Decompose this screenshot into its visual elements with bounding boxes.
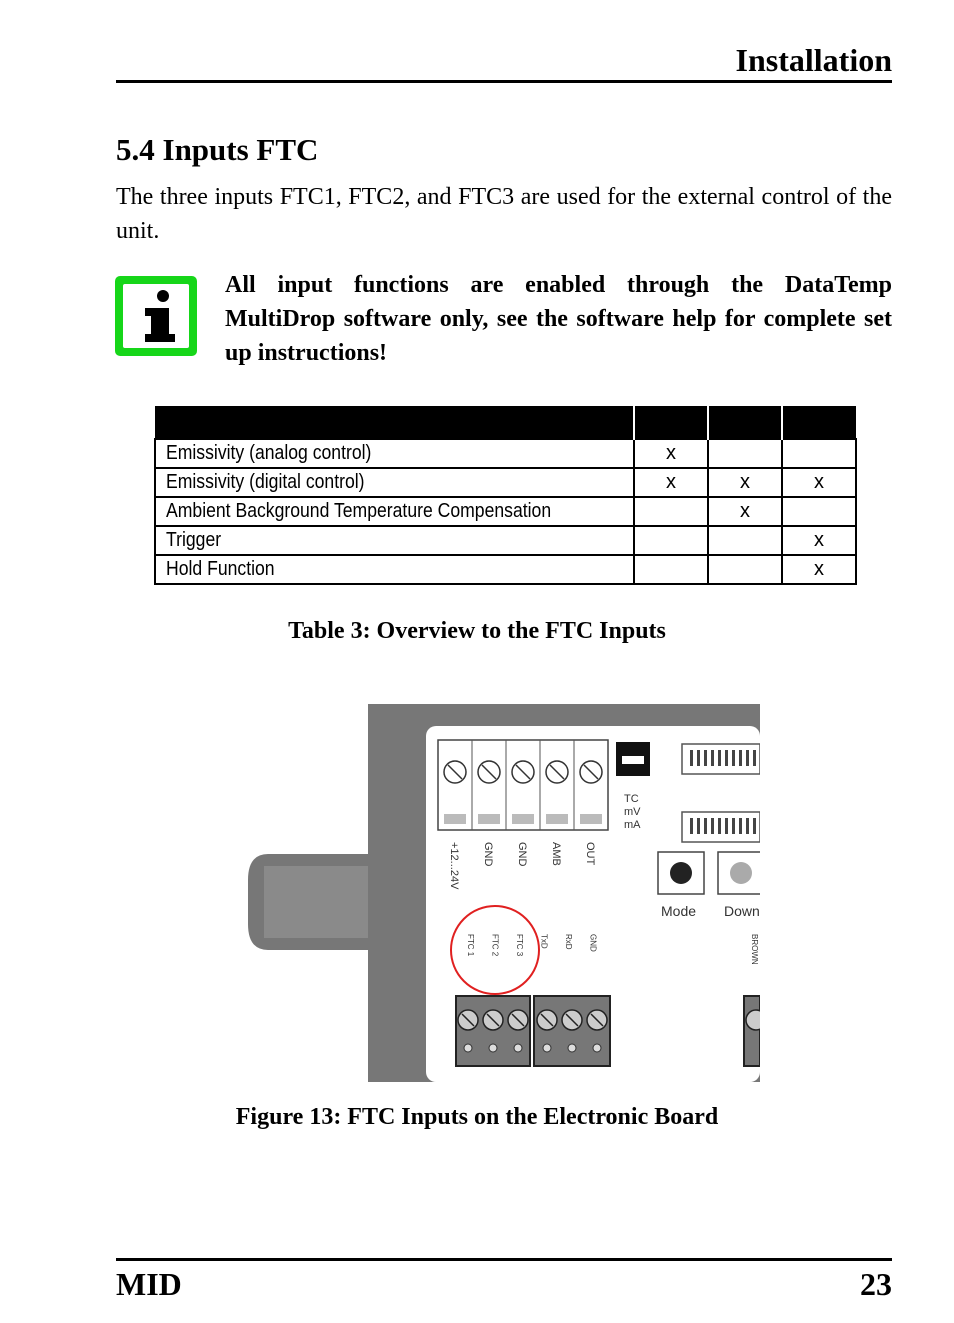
running-header: Installation — [735, 42, 892, 78]
top-terminal-block — [437, 739, 609, 831]
header-cell-ftc1 — [633, 406, 708, 439]
info-note: All input functions are enabled through … — [225, 272, 892, 366]
top-terminal-label: GND — [482, 842, 494, 867]
function-cell: Emissivity (digital control) — [154, 467, 635, 498]
table-caption: Table 3: Overview to the FTC Inputs — [288, 618, 666, 644]
ftc2-mark-cell — [707, 438, 783, 469]
bottom-terminal-label: FTC 3 — [515, 934, 524, 957]
mode-label: Mode — [661, 903, 696, 919]
header-cell-ftc2 — [707, 406, 782, 439]
bottom-terminal-label: RxD — [564, 934, 573, 950]
ftc2-mark-cell: x — [707, 496, 783, 527]
brown-label: BROWN — [750, 934, 759, 965]
screw-icon — [745, 1009, 760, 1031]
bottom-terminal-label: FTC 2 — [491, 934, 500, 957]
footer-page-number: 23 — [860, 1266, 892, 1302]
switch-label: mV — [624, 806, 641, 818]
figure-caption: Figure 13: FTC Inputs on the Electronic … — [235, 1104, 719, 1130]
ftc3-mark-cell: x — [781, 554, 857, 585]
table-row: Ambient Background Temperature Compensat… — [154, 496, 857, 527]
ftc1-mark-cell: x — [633, 467, 709, 498]
bottom-terminal-label: TxD — [540, 934, 549, 949]
table-row: Hold Function x — [154, 554, 857, 585]
function-cell: Emissivity (analog control) — [154, 438, 635, 469]
ftc2-mark-cell — [707, 554, 783, 585]
mode-button — [657, 851, 705, 895]
ftc3-mark-cell — [781, 496, 857, 527]
switch-label: TC — [624, 793, 639, 805]
ftc2-mark-cell: x — [707, 467, 783, 498]
function-label: Hold Function — [166, 558, 275, 580]
ftc3-mark-cell — [781, 438, 857, 469]
function-label: Trigger — [166, 529, 222, 551]
header-cell-function — [155, 406, 634, 439]
ftc1-mark-cell — [633, 525, 709, 556]
table-row: Trigger x — [154, 525, 857, 556]
header-rule — [116, 80, 892, 83]
ftc1-mark-cell: x — [633, 438, 709, 469]
footer-rule — [116, 1258, 892, 1261]
down-button — [717, 851, 760, 895]
top-terminal-label: OUT — [584, 842, 596, 866]
info-icon — [115, 276, 197, 356]
function-label: Emissivity (analog control) — [166, 442, 372, 464]
bottom-terminal-block — [455, 995, 760, 1067]
function-cell: Hold Function — [154, 554, 635, 585]
ftc3-mark-cell: x — [781, 467, 857, 498]
bottom-terminal-label: GND — [589, 934, 598, 952]
ftc1-mark-cell — [633, 496, 709, 527]
top-terminal-label: AMB — [550, 842, 562, 866]
section-title: 5.4 Inputs FTC — [116, 132, 319, 167]
ftc1-mark-cell — [633, 554, 709, 585]
function-cell: Ambient Background Temperature Compensat… — [154, 496, 635, 527]
ftc2-mark-cell — [707, 525, 783, 556]
function-label: Ambient Background Temperature Compensat… — [166, 500, 552, 522]
function-cell: Trigger — [154, 525, 635, 556]
bottom-terminal-label: FTC 1 — [466, 934, 475, 957]
ftc-highlight-circle — [450, 905, 540, 995]
down-label: Down — [724, 903, 760, 919]
top-terminal-label: GND — [516, 842, 528, 867]
function-label: Emissivity (digital control) — [166, 471, 365, 493]
table-row: Emissivity (analog control) x — [154, 438, 857, 469]
switch-label: mA — [624, 819, 641, 831]
header-cell-ftc3 — [781, 406, 856, 439]
intro-paragraph: The three inputs FTC1, FTC2, and FTC3 ar… — [116, 184, 892, 244]
table-header-row — [155, 406, 856, 439]
footer-product-name: MID — [116, 1266, 182, 1302]
ftc3-mark-cell: x — [781, 525, 857, 556]
top-terminal-label: +12...24V — [448, 842, 460, 890]
